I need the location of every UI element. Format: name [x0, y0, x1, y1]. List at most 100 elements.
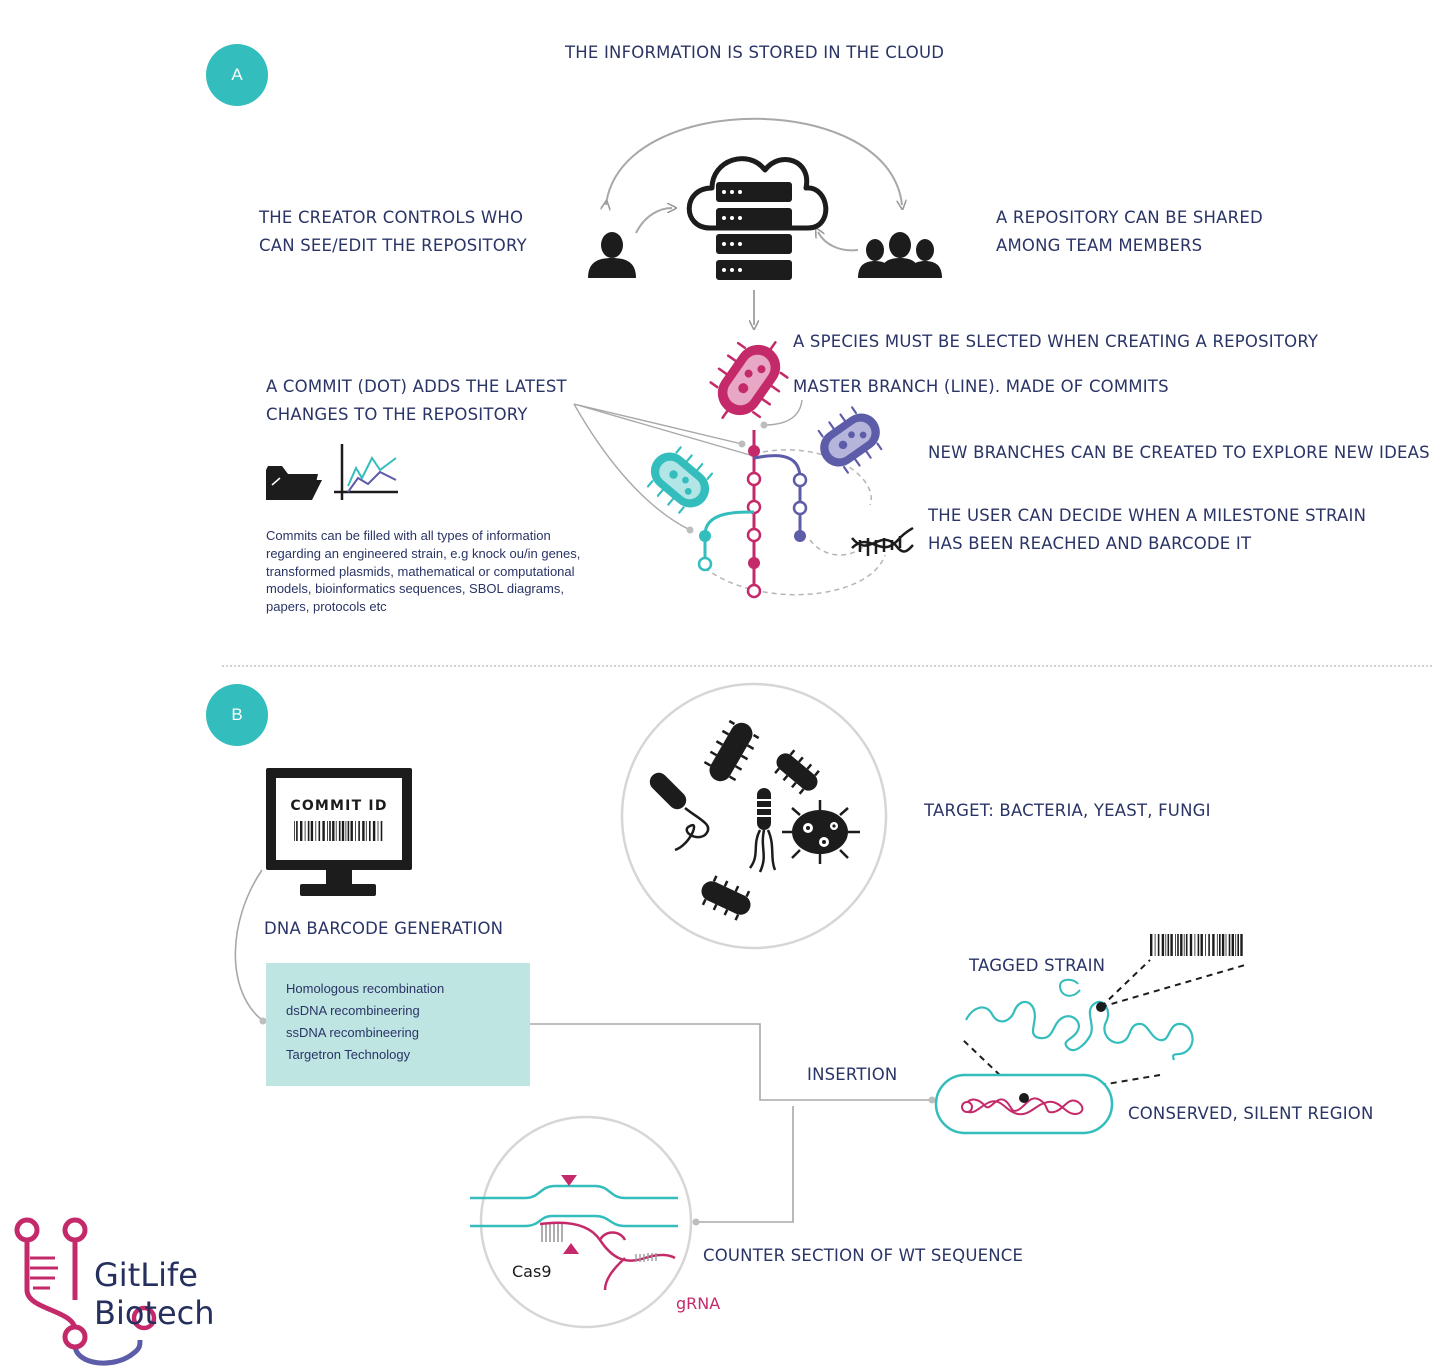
teal-branch	[697, 510, 755, 572]
microbes-icon	[649, 719, 860, 921]
method-item: Homologous recombination	[286, 981, 445, 996]
conserved-label: CONSERVED, SILENT REGION	[1128, 1104, 1374, 1123]
insertion-connector	[530, 1023, 930, 1101]
bacterium-icon	[817, 406, 883, 474]
tagged-strain-label: TAGGED STRAIN	[969, 956, 1106, 975]
bacterium-icon	[646, 446, 714, 514]
barcode-bar	[1200, 934, 1203, 956]
commit-pointer	[573, 403, 743, 445]
section-b-badge: B	[206, 684, 268, 746]
microbes-circle	[620, 682, 888, 950]
barcode-bar	[1205, 934, 1206, 956]
barcode-bar	[355, 821, 356, 841]
barcode-bar	[1185, 934, 1188, 956]
commit-info-line: transformed plasmids, mathematical or co…	[266, 563, 575, 579]
target-label: TARGET: BACTERIA, YEAST, FUNGI	[924, 801, 1211, 820]
creator-line-2: CAN SEE/EDIT THE REPOSITORY	[259, 236, 527, 255]
counter-section-label: COUNTER SECTION OF WT SEQUENCE	[703, 1246, 1024, 1265]
barcode-bar	[377, 821, 379, 841]
barcode-bar	[1167, 934, 1170, 956]
dna-helix-icon	[851, 526, 914, 556]
team-icon	[858, 232, 942, 278]
barcode-bar	[362, 821, 365, 841]
barcode-bar	[1154, 934, 1156, 956]
shared-line-1: A REPOSITORY CAN BE SHARED	[996, 208, 1263, 227]
logo-o-ring	[131, 1305, 157, 1331]
barcode-bar	[1175, 934, 1176, 956]
barcode-bar	[1170, 934, 1173, 956]
logo-line-2: Biotech	[94, 1294, 215, 1332]
barcode-bar	[300, 821, 303, 841]
insertion-label: INSERTION	[807, 1065, 898, 1084]
monitor-icon	[266, 768, 412, 896]
cloud-server-icon	[686, 156, 829, 280]
barcode-bar	[307, 821, 310, 841]
barcode-bar	[327, 821, 328, 841]
gitlife-logo-icon	[14, 1217, 143, 1366]
bacterium-icon	[709, 341, 789, 419]
barcode-bar	[1219, 934, 1221, 956]
barcode-bar	[1180, 934, 1183, 956]
new-branches-label: NEW BRANCHES CAN BE CREATED TO EXPLORE N…	[928, 443, 1430, 462]
folder-icon	[266, 466, 322, 500]
barcode-bar	[1161, 934, 1165, 956]
barcode-bar	[365, 821, 367, 841]
commit-id-label: COMMIT ID	[290, 798, 388, 814]
barcode-bar	[296, 821, 298, 841]
milestone-line-2: HAS BEEN REACHED AND BARCODE IT	[928, 534, 1252, 553]
shared-line-2: AMONG TEAM MEMBERS	[996, 236, 1203, 255]
method-item: ssDNA recombineering	[286, 1025, 419, 1040]
barcode-bar	[1221, 934, 1225, 956]
barcode-bar	[329, 821, 331, 841]
grna-label: gRNA	[676, 1294, 721, 1313]
barcode-bar	[1228, 934, 1231, 956]
method-item: dsDNA recombineering	[286, 1003, 420, 1018]
person-icon	[588, 232, 636, 278]
commit-info-line: regarding an engineered strain, e.g knoc…	[266, 545, 581, 561]
barcode-bar	[1189, 934, 1193, 956]
barcode-bar	[345, 821, 347, 841]
cas9-illustration	[470, 1175, 678, 1291]
commit-info-text: Commits can be filled with all types of …	[266, 527, 580, 616]
commit-info-line: Commits can be filled with all types of …	[266, 528, 551, 543]
barcode-bar	[335, 821, 337, 841]
barcode-bar	[1208, 934, 1210, 956]
commit-info-line: models, bioinformatics sequences, SBOL d…	[266, 581, 564, 597]
barcode-bar	[1235, 934, 1237, 956]
barcode-bar	[1150, 934, 1153, 956]
barcode-bar	[372, 821, 376, 841]
section-a-badge: A	[206, 44, 268, 106]
logo-text: GitLife Biotech	[94, 1256, 215, 1332]
barcode-bar	[1237, 934, 1239, 956]
creator-line-1: THE CREATOR CONTROLS WHO	[259, 208, 524, 227]
barcode-bar	[318, 821, 321, 841]
barcode-bar	[1157, 934, 1160, 956]
barcode-icon	[294, 821, 383, 841]
barcode-bar	[1194, 934, 1196, 956]
magenta-dna-tangle	[962, 1097, 1084, 1116]
barcode-icon	[1150, 934, 1243, 956]
barcode-bar	[315, 821, 317, 841]
team-arrow	[818, 232, 859, 252]
barcode-bar	[1183, 934, 1185, 956]
methods-list: Homologous recombination dsDNA recombine…	[286, 978, 444, 1066]
chart-icon	[334, 444, 398, 500]
milestone-line-1: THE USER CAN DECIDE WHEN A MILESTONE STR…	[928, 506, 1367, 525]
barcode-bar	[350, 821, 353, 841]
barcode-bar	[304, 821, 306, 841]
barcode-bar	[338, 821, 341, 841]
barcode-bar	[332, 821, 335, 841]
barcode-bar	[358, 821, 360, 841]
barcode-bar	[1177, 934, 1179, 956]
barcode-bar	[1165, 934, 1167, 956]
methods-box	[266, 963, 530, 1086]
barcode-bar	[341, 821, 345, 841]
barcode-bar	[1231, 934, 1234, 956]
barcode-bar	[310, 821, 314, 841]
barcode-bar	[1216, 934, 1218, 956]
master-branch-label: MASTER BRANCH (LINE). MADE OF COMMITS	[793, 377, 1169, 396]
barcode-bar	[1197, 934, 1200, 956]
barcode-bar	[1212, 934, 1215, 956]
sync-arc	[606, 117, 902, 205]
